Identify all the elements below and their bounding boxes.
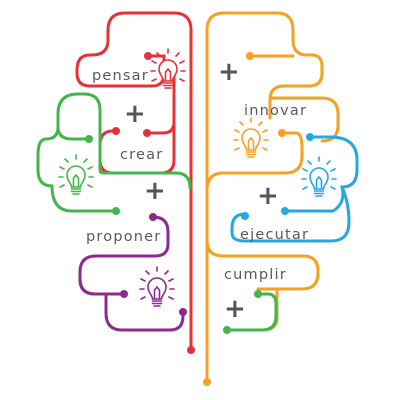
green-lobe (36, 92, 192, 213)
green-dots (85, 135, 120, 215)
connector-dot (144, 52, 152, 60)
blue-lobe (230, 135, 359, 243)
lightbulb-icon-purple (139, 266, 175, 307)
plus-sign: + (218, 57, 240, 87)
orange-lobe (205, 11, 340, 384)
purple-lobe (78, 215, 185, 332)
connector-dot (203, 378, 211, 386)
connector-dot (112, 127, 120, 135)
connector-dot (187, 346, 195, 354)
purple-dots (120, 213, 187, 316)
connector-dot (241, 212, 249, 220)
connector-dot (149, 213, 157, 221)
green-right-lobe (225, 292, 278, 332)
word-innovar: innovar (244, 103, 307, 119)
red-dots (112, 52, 195, 354)
word-proponer: proponer (86, 229, 161, 245)
word-cumplir: cumplir (224, 267, 287, 283)
connector-dot (281, 207, 289, 215)
connector-dot (179, 308, 187, 316)
connector-dot (223, 326, 231, 334)
plus-sign: + (257, 181, 279, 211)
connector-dot (112, 207, 120, 215)
blue-dots (241, 133, 314, 220)
connector-dot (254, 290, 262, 298)
green-right-dots (223, 290, 262, 334)
connector-dot (143, 129, 151, 137)
word-ejecutar: ejecutar (240, 227, 309, 243)
orange-dots (203, 52, 286, 386)
lightbulb-icon-blue (301, 156, 337, 197)
red-lobe (75, 11, 193, 352)
connector-dot (85, 135, 93, 143)
connector-dot (278, 129, 286, 137)
connector-dot (306, 133, 314, 141)
lightbulb-icon-orange (233, 117, 269, 158)
word-crear: crear (120, 147, 163, 163)
connector-dot (120, 290, 128, 298)
plus-sign: + (224, 294, 246, 324)
connector-dot (246, 52, 254, 60)
word-pensar: pensar (92, 68, 149, 84)
plus-sign: + (124, 99, 146, 129)
lightbulb-icon-green (58, 154, 94, 195)
plus-sign: + (144, 176, 166, 206)
